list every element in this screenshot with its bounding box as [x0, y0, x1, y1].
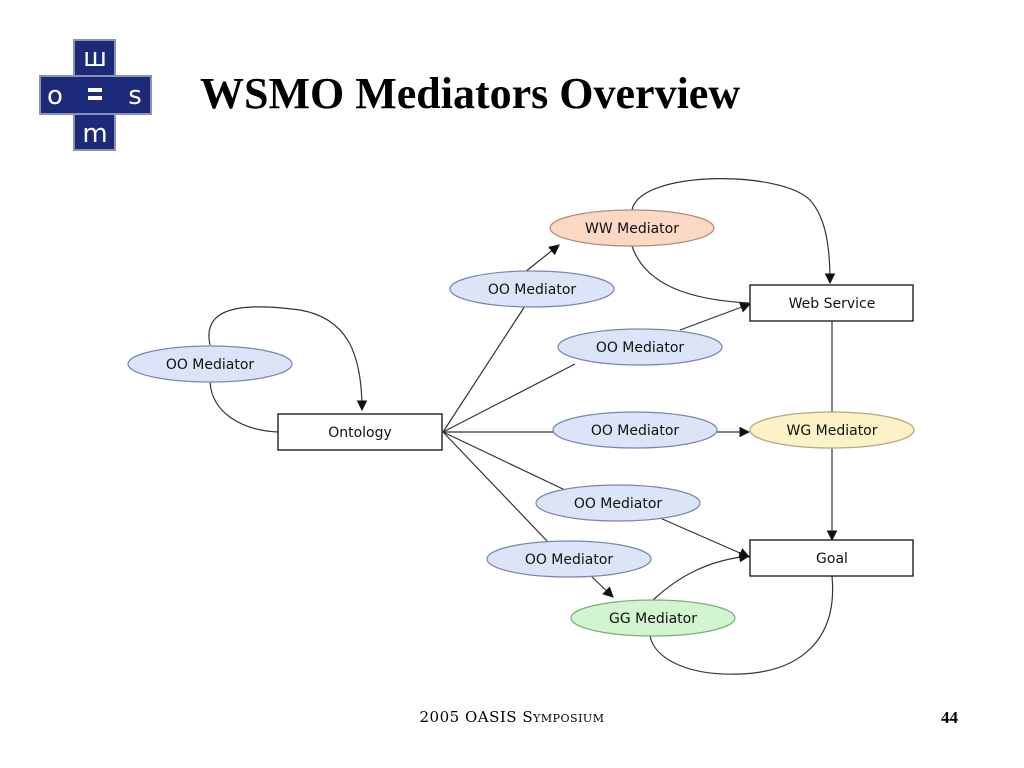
goal-label: Goal: [816, 551, 848, 567]
wsmo-logo: ш o s m: [39, 39, 152, 151]
edge-ontology-to-oo-top: [442, 305, 526, 433]
web-service-label: Web Service: [789, 296, 876, 312]
svg-text:o: o: [47, 81, 63, 111]
footer-text: 2005 OASIS Symposium: [419, 708, 605, 726]
slide-title: WSMO Mediators Overview: [200, 69, 741, 118]
edge-ontology-to-oo-webservice: [442, 363, 576, 433]
ontology-label: Ontology: [328, 425, 392, 441]
wg-mediator-label: WG Mediator: [787, 423, 878, 439]
oo-mediator-webservice: [557, 328, 723, 366]
oo-mediator-top: [449, 270, 615, 308]
goal-box: [749, 539, 914, 577]
oo-mediator-gg: [486, 540, 652, 578]
edge-oo-webservice-to-webservice: [679, 302, 752, 331]
oo-mediator-gg-label: OO Mediator: [525, 552, 614, 568]
edge-ontology-to-oo-goal: [442, 431, 566, 491]
edge-ww-to-webservice: [631, 178, 836, 285]
edge-oo-top-to-ww: [524, 244, 560, 273]
edge-webservice-to-ww: [631, 245, 750, 304]
svg-text:s: s: [128, 81, 142, 111]
oo-mediator-goal-label: OO Mediator: [574, 496, 663, 512]
gg-mediator-label: GG Mediator: [609, 611, 697, 627]
edge-oo-left-to-ontology: [208, 306, 368, 412]
edge-goal-to-gg: [649, 575, 834, 675]
edge-ontology-to-oo-gg: [442, 431, 549, 543]
ontology-box: [277, 413, 443, 451]
gg-mediator: [570, 599, 736, 637]
oo-mediator-webservice-label: OO Mediator: [596, 340, 685, 356]
svg-text:m: m: [82, 119, 107, 149]
page-number: 44: [941, 708, 958, 727]
ww-mediator-label: WW Mediator: [585, 221, 679, 237]
oo-mediator-wg: [552, 411, 718, 449]
web-service-box: [749, 284, 914, 322]
edge-oo-goal-to-goal: [659, 517, 750, 559]
edge-ontology-to-oo-left: [209, 381, 279, 433]
oo-mediator-top-label: OO Mediator: [488, 282, 577, 298]
wg-mediator: [749, 411, 915, 449]
edge-oo-gg-to-gg: [589, 574, 614, 598]
oo-mediator-goal: [535, 484, 701, 522]
ww-mediator: [549, 209, 715, 247]
edge-gg-to-goal: [652, 551, 751, 601]
svg-text:ш: ш: [83, 43, 107, 73]
oo-mediator-left-label: OO Mediator: [166, 357, 255, 373]
oo-mediator-left: [127, 345, 293, 383]
oo-mediator-wg-label: OO Mediator: [591, 423, 680, 439]
